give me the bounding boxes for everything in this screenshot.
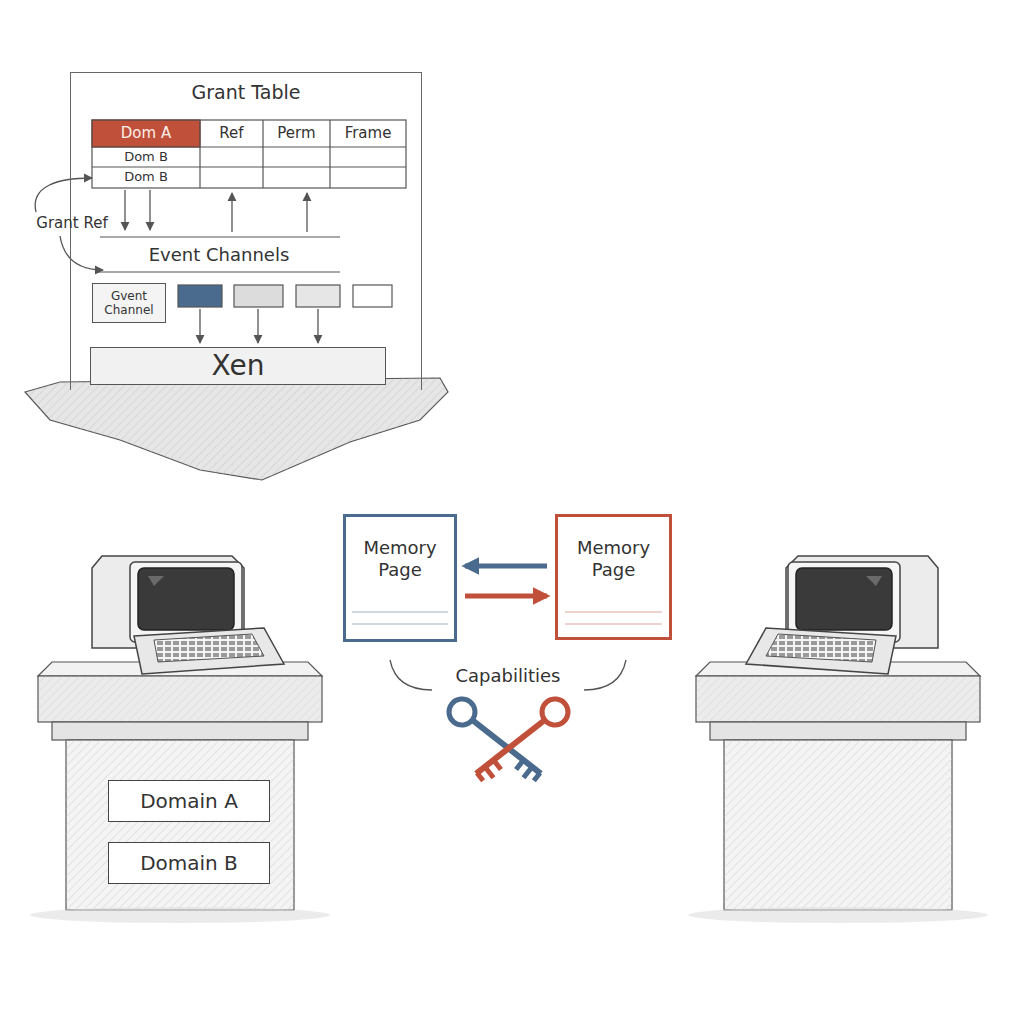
channel-arrow (317, 309, 318, 343)
floating-rock (25, 378, 448, 480)
leader-arrow (60, 236, 103, 270)
node-text: Xen (212, 349, 265, 383)
page-lines (565, 612, 662, 613)
page-lines (565, 624, 662, 625)
event-channel-slot (178, 285, 222, 307)
node-text: Domain B (140, 851, 238, 875)
computer-illustration (92, 556, 284, 674)
divider-line (100, 236, 340, 237)
event-channel-slot (296, 285, 340, 307)
domain-label: Domain A (108, 780, 270, 822)
page-lines (352, 624, 448, 625)
capability-bracket (584, 660, 626, 690)
page-lines (352, 612, 662, 624)
page-lines (352, 612, 448, 613)
capability-bracket (390, 660, 626, 690)
node-text: Domain A (140, 789, 238, 813)
channel-arrow (257, 309, 258, 343)
channel-arrow (199, 309, 200, 343)
table-header: Dom A (92, 120, 200, 147)
table-header: Ref (200, 120, 263, 147)
key-symbol (468, 694, 574, 785)
grant-table-grid (262, 120, 263, 188)
event-channel-slot (234, 285, 283, 307)
event-channel-slot (353, 285, 392, 307)
memory-page: Memory Page (343, 514, 457, 642)
table-header: Perm (263, 120, 330, 147)
capability-bracket (390, 660, 432, 690)
exchange-arrow (465, 564, 547, 569)
exchange-arrow (465, 594, 547, 599)
leader-arrow (149, 190, 150, 230)
table-cell: Dom B (92, 147, 200, 167)
grant-table-grid (92, 120, 406, 188)
node-text: Grant Table (192, 81, 301, 104)
node-text: Memory Page (570, 537, 657, 580)
event-channel-slot (178, 285, 392, 307)
grant-table-grid (329, 120, 330, 188)
stone-pedestal (30, 662, 330, 923)
computer-illustration (746, 556, 938, 674)
domain-label: Domain B (108, 842, 270, 884)
floating-rock (25, 378, 448, 480)
leader-arrow (231, 193, 232, 232)
grant-table-grid (92, 146, 406, 147)
hypervisor-bar: Xen (90, 347, 386, 385)
annotation: Capabilities (436, 663, 580, 689)
grant-table-grid (92, 166, 406, 167)
leader-arrow (35, 178, 92, 212)
annotation: Grant Ref (20, 211, 124, 235)
stone-pedestal (688, 662, 988, 923)
leader-arrow (124, 190, 125, 230)
event-channel-box: Gvent Channel (92, 283, 166, 323)
key-symbol (443, 694, 549, 785)
table-cell: Dom B (92, 167, 200, 188)
node-text: Gvent Channel (97, 289, 161, 318)
leader-arrow (306, 193, 307, 232)
table-header: Frame (330, 120, 406, 147)
section-heading: Event Channels (96, 242, 342, 268)
grant-table-grid (92, 120, 406, 188)
grant-table-grid (199, 120, 200, 188)
channel-arrow (200, 309, 318, 343)
grant-table-panel: Grant TableGvent ChannelXen (70, 72, 422, 390)
memory-page: Memory Page (555, 514, 672, 640)
divider-line (95, 271, 340, 272)
grant-table-grid (92, 120, 200, 147)
floating-rock (25, 378, 448, 480)
node-text: Memory Page (358, 537, 442, 580)
